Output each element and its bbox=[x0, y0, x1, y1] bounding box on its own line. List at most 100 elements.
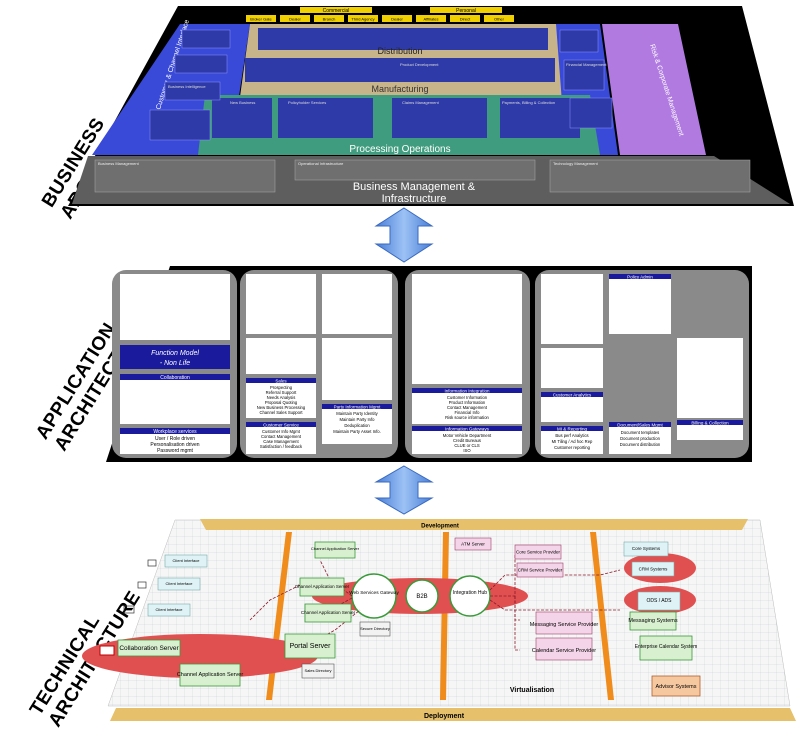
integration-item: Customer Information bbox=[447, 395, 488, 400]
collaboration-server-box bbox=[117, 639, 181, 657]
double-arrow-lower bbox=[374, 465, 434, 515]
sales-item: Referral Support bbox=[266, 390, 298, 395]
network-zone-divider bbox=[590, 532, 614, 700]
sales-item: Proposal Quoting bbox=[265, 400, 298, 405]
calendar-provider-box bbox=[535, 637, 593, 661]
b2b-label: B2B bbox=[416, 594, 427, 600]
customer-service-item: Contact Management bbox=[261, 434, 302, 439]
sales-item: Needs Analysis bbox=[267, 395, 296, 400]
messaging-systems-box bbox=[629, 611, 677, 631]
information-gateways-header bbox=[412, 426, 522, 431]
business-box bbox=[181, 29, 231, 49]
party-info-box bbox=[322, 404, 392, 444]
app-function-box bbox=[541, 348, 603, 388]
secure-directory-label: Secure Directory bbox=[360, 626, 390, 631]
party-info-item: Maintain Party Info bbox=[340, 417, 376, 422]
distribution-label: Distribution bbox=[377, 46, 422, 56]
client-interfaces: Client Interface Client Interface Client… bbox=[99, 554, 208, 656]
advisor-systems-label: Advisor Systems bbox=[656, 684, 697, 690]
channel-tab bbox=[314, 15, 344, 22]
payments-billing-box bbox=[500, 98, 580, 138]
mi-item: Bus perf Analytics bbox=[555, 433, 588, 438]
messaging-provider-label: Messaging Service Provider bbox=[530, 622, 599, 628]
atm-server-box bbox=[454, 537, 492, 551]
document-sales-header bbox=[609, 422, 671, 427]
client-interface-box bbox=[164, 554, 208, 568]
portal-server-label: Portal Server bbox=[290, 643, 332, 650]
section-label: Business Intelligence bbox=[168, 84, 206, 89]
section-label: Policyholder Services bbox=[288, 100, 326, 105]
deployment-bar-label: Deployment bbox=[424, 713, 465, 720]
channel-app-server-box bbox=[179, 663, 241, 687]
messaging-systems-label: Messaging Systems bbox=[628, 618, 677, 624]
mi-reporting-header-label: MI & Reporting bbox=[557, 427, 588, 432]
function-model-title: Function Model bbox=[151, 350, 199, 357]
information-integration-header bbox=[412, 388, 522, 393]
app-function-box bbox=[322, 338, 392, 400]
channel-tab-label: Other bbox=[494, 17, 505, 22]
customer-analytics-header-label: Customer Analytics bbox=[553, 393, 592, 398]
channel-app-server-label: Channel Application Server bbox=[295, 584, 350, 589]
channel-tab-label: Broker Gate bbox=[250, 17, 272, 22]
laptop-icon bbox=[123, 605, 135, 614]
b2b-node bbox=[405, 579, 439, 613]
customer-service-header bbox=[246, 422, 316, 427]
customer-service-item: Customer Info Mgmt bbox=[262, 429, 301, 434]
calendar-provider-label: Calendar Service Provider bbox=[532, 648, 596, 654]
risk-corporate-band bbox=[602, 24, 706, 155]
party-info-item: Maintain Party Identity bbox=[336, 411, 378, 416]
double-arrow-upper bbox=[374, 207, 434, 263]
section-label: Operational Infrastructure bbox=[298, 161, 344, 166]
channel-tab bbox=[416, 15, 446, 22]
document-item: Document production bbox=[620, 436, 660, 441]
channel-app-server-label: Channel Application Server bbox=[301, 610, 356, 615]
integration-item: Risk source information bbox=[445, 415, 489, 420]
mi-item: Customer reporting bbox=[554, 445, 591, 450]
policy-admin-header-label: Policy Admin bbox=[627, 275, 653, 280]
product-development-block bbox=[245, 58, 555, 82]
section-label: Financial Management bbox=[566, 62, 607, 67]
policy-admin-header bbox=[609, 274, 671, 279]
channel-app-server-box bbox=[314, 541, 356, 559]
manufacturing-label: Manufacturing bbox=[371, 84, 428, 94]
web-services-gateway-label: Web Services Gateway bbox=[349, 590, 399, 596]
development-bar-label: Development bbox=[421, 524, 459, 530]
gateway-item: ISO bbox=[463, 448, 471, 453]
billing-collection-header-label: Billing & Collection bbox=[691, 421, 729, 426]
enterprise-calendar-box bbox=[639, 635, 693, 661]
technical-layer: Development Deployment Web Services Gate… bbox=[82, 519, 796, 721]
service-provider-label: CRM Service Provider bbox=[518, 568, 563, 573]
app-function-box bbox=[677, 338, 743, 418]
collaboration-header-label: Collaboration bbox=[160, 375, 190, 381]
monitor-icon bbox=[99, 645, 115, 656]
business-intelligence-box bbox=[164, 81, 221, 101]
sales-item: New Business Processing bbox=[257, 405, 306, 410]
information-integration-header-label: Information Integration bbox=[444, 389, 490, 394]
sales-item: Channel Sales Support bbox=[259, 410, 303, 415]
client-interface-box bbox=[157, 577, 201, 591]
core-systems-label: Core Systems bbox=[632, 546, 661, 551]
app-function-box bbox=[541, 274, 603, 344]
ods-ads-label: ODS / ADS bbox=[646, 598, 672, 604]
channel-app-server-box bbox=[299, 577, 345, 597]
mi-reporting-header bbox=[541, 426, 603, 431]
workplace-item: User / Role driven bbox=[155, 436, 195, 442]
information-gateways-header-label: Information Gateways bbox=[445, 427, 490, 432]
channel-tab-label: Dealer bbox=[391, 17, 403, 22]
financial-management-box bbox=[563, 59, 605, 91]
client-interface-label: Client Interface bbox=[173, 558, 201, 563]
deployment-bar bbox=[110, 708, 796, 721]
collaboration-box bbox=[120, 374, 230, 424]
customer-analytics-header bbox=[541, 392, 603, 397]
section-label: Business Management bbox=[98, 161, 140, 166]
channel-app-server-box bbox=[304, 603, 352, 623]
mi-item: MI Tiling / Ad hoc Rep bbox=[552, 439, 593, 444]
personal-tab bbox=[430, 7, 502, 13]
integration-hub-label: Integration Hub bbox=[453, 590, 487, 596]
customer-service-item: Case Management bbox=[263, 439, 299, 444]
workplace-item: Personalisation driven bbox=[150, 442, 199, 448]
party-info-item: Deduplication bbox=[344, 423, 370, 428]
sales-directory-label: Sales Directory bbox=[304, 668, 331, 673]
business-box bbox=[149, 109, 211, 141]
app-function-box bbox=[246, 338, 316, 374]
